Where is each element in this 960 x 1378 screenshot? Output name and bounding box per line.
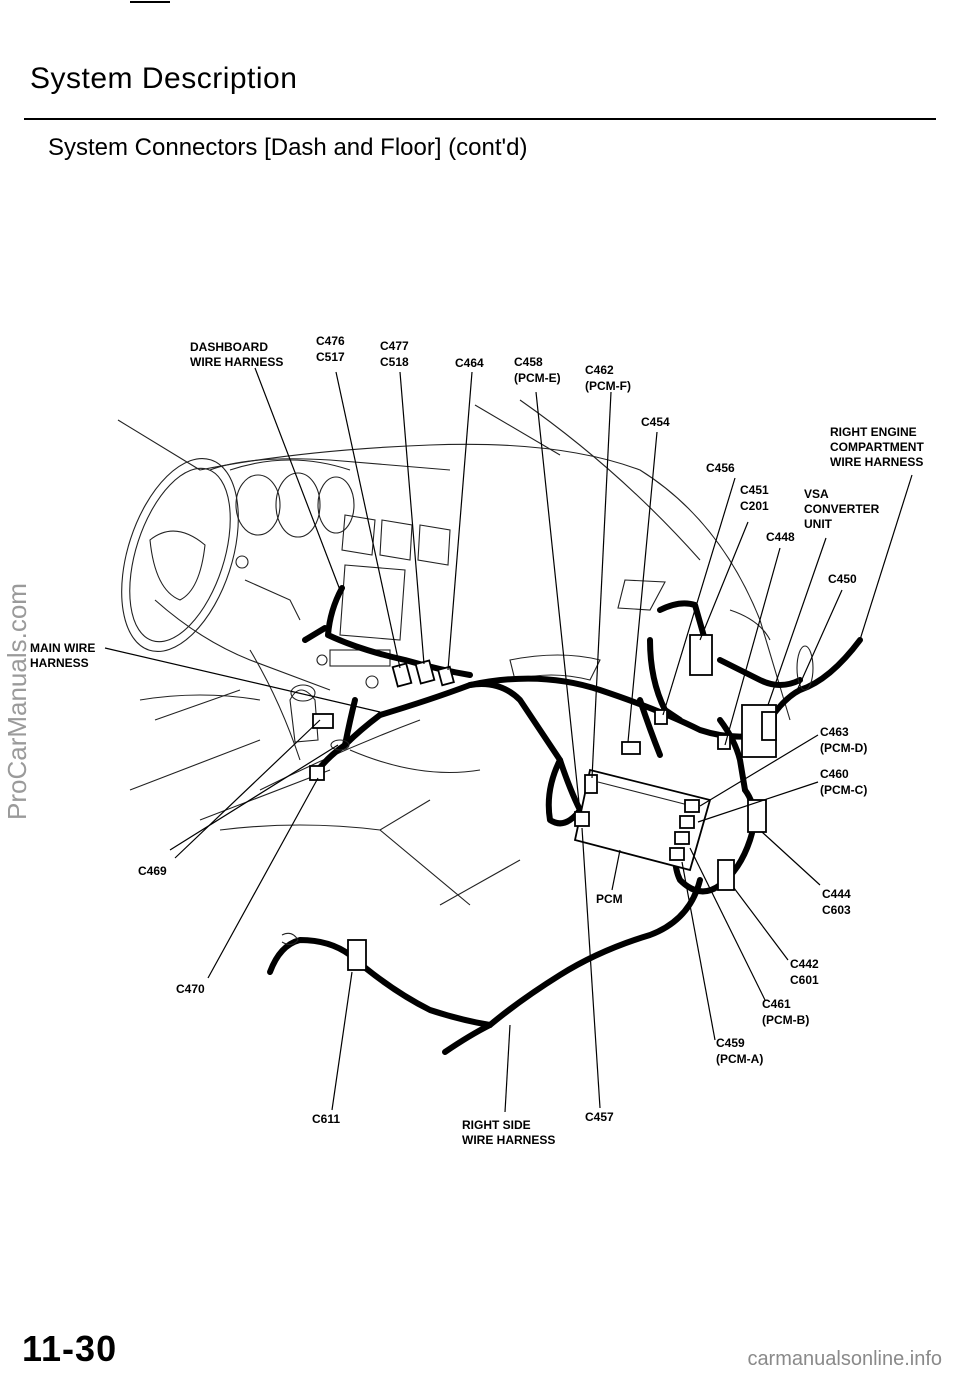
label-c460: C460(PCM-C) xyxy=(820,767,867,797)
label-c454: C454 xyxy=(641,415,670,429)
connectors xyxy=(281,634,814,971)
label-c461: C461(PCM-B) xyxy=(762,997,809,1027)
title-divider xyxy=(24,118,936,120)
section-subtitle: System Connectors [Dash and Floor] (cont… xyxy=(48,134,528,161)
leader-lines xyxy=(104,367,913,1113)
label-c459: C459(PCM-A) xyxy=(716,1036,763,1066)
dashboard-sketch xyxy=(117,399,791,906)
page-number: 11-30 xyxy=(22,1328,118,1369)
label-c448: C448 xyxy=(766,530,795,544)
label-c456: C456 xyxy=(706,461,735,475)
pcm-unit xyxy=(573,768,712,872)
label-c611: C611 xyxy=(312,1112,340,1126)
label-c450: C450 xyxy=(828,572,857,586)
page-title: System Description xyxy=(30,62,298,95)
label-c457: C457 xyxy=(585,1110,614,1124)
side-watermark: ProCarManuals.com xyxy=(2,583,32,820)
label-pcm: PCM xyxy=(596,892,623,906)
label-c470: C470 xyxy=(176,982,205,996)
label-c458: C458(PCM-E) xyxy=(514,355,561,385)
label-c462: C462(PCM-F) xyxy=(585,363,631,393)
label-c463: C463(PCM-D) xyxy=(820,725,867,755)
bottom-watermark: carmanualsonline.info xyxy=(747,1348,942,1370)
top-edge-marks xyxy=(130,1,170,3)
label-c469: C469 xyxy=(138,864,167,878)
label-c464: C464 xyxy=(455,356,484,370)
